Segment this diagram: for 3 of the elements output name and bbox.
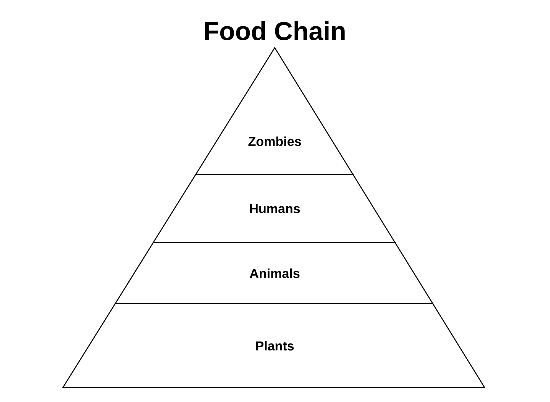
pyramid-level: Humans: [152, 174, 396, 244]
title: Food Chain: [205, 21, 345, 41]
pyramid-level: Animals: [114, 242, 434, 304]
